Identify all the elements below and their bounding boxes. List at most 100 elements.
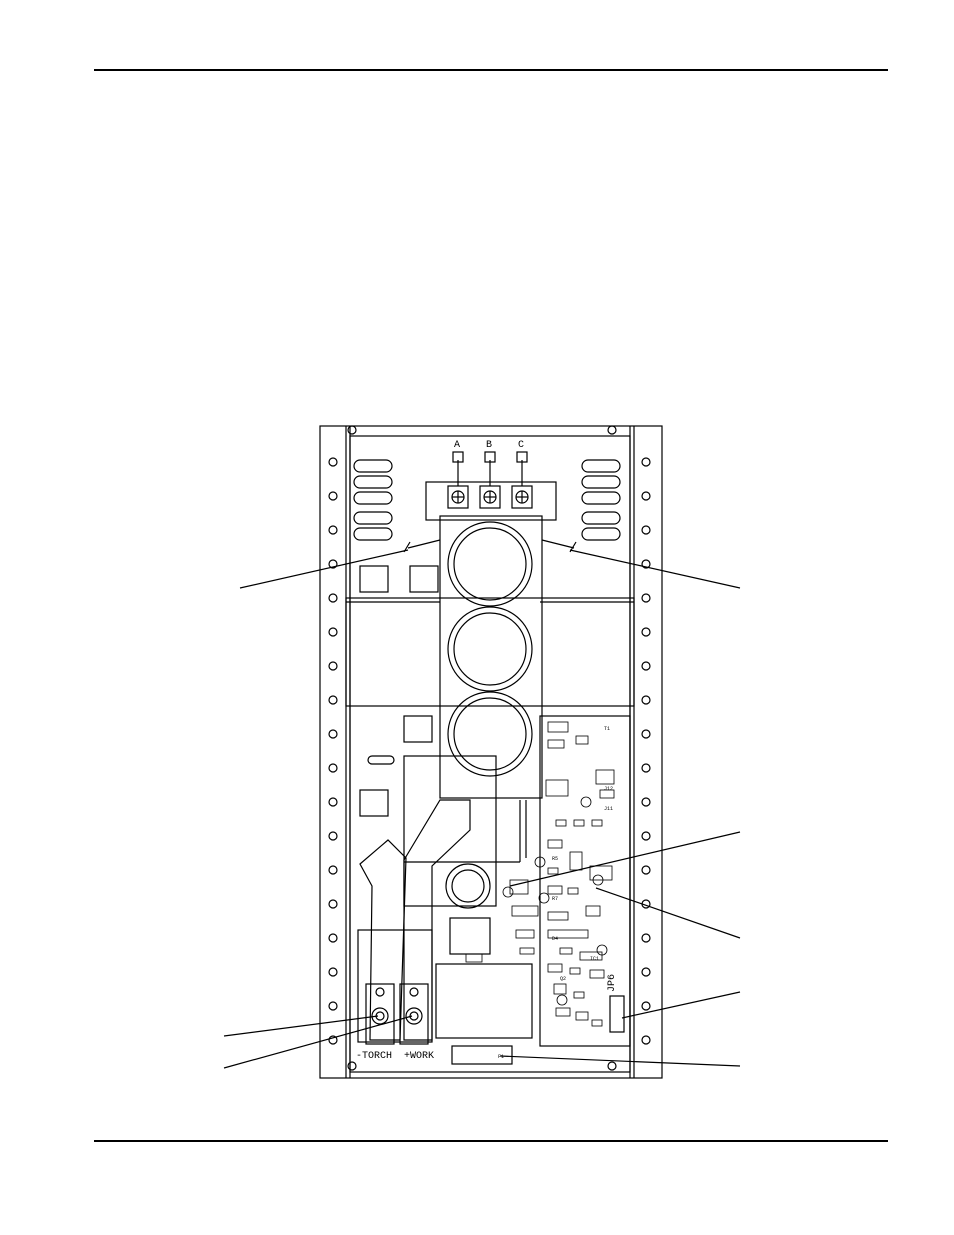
pcb-component — [585, 905, 601, 917]
pcb-components — [465, 721, 615, 1027]
mounting-hole — [641, 865, 651, 875]
mounting-hole — [641, 627, 651, 637]
transformer-core — [449, 917, 491, 955]
mounting-hole — [328, 1001, 338, 1011]
pcb-component — [573, 819, 585, 827]
pcb-component — [575, 1011, 589, 1021]
pcb-component — [569, 967, 581, 975]
mounting-hole — [641, 933, 651, 943]
board-mark-3: J11 — [604, 806, 613, 812]
pcb-component — [555, 819, 567, 827]
output-bus-bar-work — [403, 799, 471, 1041]
phase-label-a: A — [454, 440, 460, 451]
phase-label-c: C — [518, 440, 524, 451]
work-terminal-stud — [405, 1007, 423, 1025]
mounting-hole — [641, 797, 651, 807]
pcb-component — [555, 1007, 571, 1017]
board-mark-9: F1 — [498, 1054, 504, 1060]
callout-leader-2 — [569, 549, 741, 589]
torch-terminal-stud — [371, 1007, 389, 1025]
capacitor-1 — [447, 521, 533, 607]
mounting-hole — [328, 831, 338, 841]
pcb-component — [569, 851, 583, 871]
heatsink-band — [345, 597, 635, 707]
input-terminals — [447, 451, 533, 509]
pcb-component — [547, 911, 569, 921]
callout-leader-4 — [595, 887, 741, 939]
control-pcb — [539, 715, 631, 1047]
mounting-hole — [328, 695, 338, 705]
mounting-hole — [328, 457, 338, 467]
input-terminal-block — [425, 481, 557, 521]
corner-screw — [607, 425, 617, 435]
work-terminal-plate — [399, 983, 429, 1045]
pcb-component — [547, 867, 559, 875]
pcb-transistor — [534, 856, 546, 868]
pcb-component — [553, 983, 567, 995]
callout-leader-3 — [509, 831, 741, 887]
pcb-component — [589, 969, 605, 979]
mounting-hole — [641, 831, 651, 841]
mounting-hole — [641, 967, 651, 977]
pcb-component — [575, 735, 589, 745]
pcb-component — [591, 1019, 603, 1027]
pcb-transistor — [538, 892, 550, 904]
board-mark-7: Q2 — [560, 976, 566, 982]
capacitor-3 — [447, 691, 533, 777]
capacitor-2 — [447, 606, 533, 692]
pcb-component — [515, 929, 535, 939]
jp6-connector-label: JP6 — [607, 974, 618, 992]
header-rule — [94, 69, 888, 71]
pcb-component — [465, 953, 483, 963]
torch-terminal-screw — [375, 987, 385, 997]
mounting-hole — [641, 661, 651, 671]
control-transformer — [435, 963, 533, 1039]
left-relay-1 — [359, 565, 389, 593]
mounting-hole — [641, 729, 651, 739]
torch-terminal-plate — [365, 983, 395, 1045]
mounting-hole — [641, 1001, 651, 1011]
torch-terminal-label: -TORCH — [356, 1051, 392, 1062]
indicator-lamp — [367, 755, 395, 765]
pcb-component — [547, 721, 569, 733]
chassis-outer — [319, 425, 663, 1079]
left-relay-3 — [359, 789, 389, 817]
board-mark-5: R7 — [552, 896, 558, 902]
mounting-hole — [328, 559, 338, 569]
toroid-core — [445, 863, 491, 909]
pcb-component — [547, 885, 563, 895]
pcb-transistor — [596, 944, 608, 956]
pcb-transistor — [592, 874, 604, 886]
board-mark-4: R5 — [552, 856, 558, 862]
pcb-component — [547, 929, 589, 939]
corner-screw — [347, 1061, 357, 1071]
mounting-hole — [641, 695, 651, 705]
pcb-component — [567, 887, 579, 895]
pcb-transistor — [580, 796, 592, 808]
pcb-component — [545, 779, 569, 797]
corner-screw — [347, 425, 357, 435]
board-mark-1: T1 — [604, 726, 610, 732]
callout-leader-8 — [223, 1015, 413, 1069]
callout-leader-7 — [223, 1015, 379, 1037]
mounting-hole — [641, 491, 651, 501]
pcb-component — [579, 951, 603, 961]
mounting-hole — [328, 491, 338, 501]
shunt-lead — [519, 800, 527, 862]
mounting-hole — [328, 627, 338, 637]
work-terminal-screw — [409, 987, 419, 997]
capacitor-straps — [403, 539, 577, 553]
pcb-component — [591, 819, 603, 827]
pcb-component — [599, 789, 615, 799]
pcb-component — [547, 963, 563, 973]
mounting-hole — [328, 797, 338, 807]
board-mark-2: J12 — [604, 786, 613, 792]
bus-frame — [403, 755, 497, 907]
pcb-component — [559, 947, 573, 955]
callout-leader-5 — [621, 991, 741, 1019]
mounting-hole — [328, 1035, 338, 1045]
pcb-transistor — [502, 886, 514, 898]
callout-leader-1 — [239, 549, 409, 589]
pcb-component — [547, 739, 565, 749]
mounting-hole — [641, 1035, 651, 1045]
